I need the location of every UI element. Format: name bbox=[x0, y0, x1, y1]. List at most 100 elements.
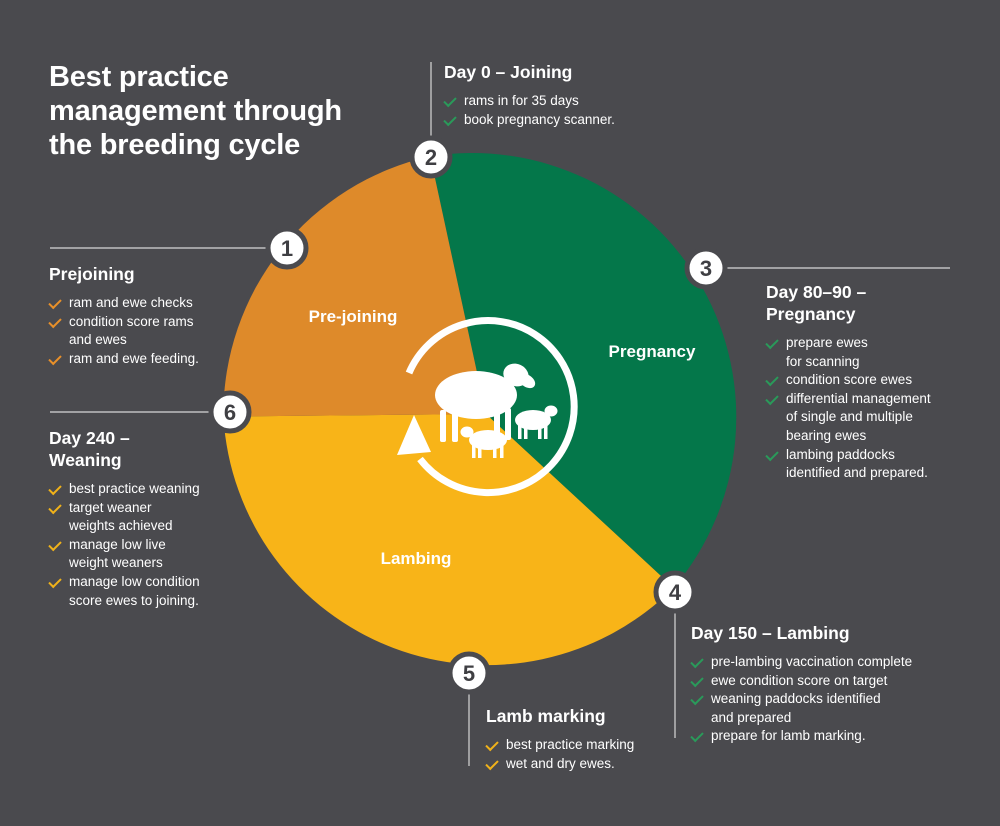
checklist-item-text: ram and ewe checks bbox=[69, 295, 193, 310]
marker-number: 1 bbox=[281, 236, 293, 261]
leader-lines bbox=[50, 62, 950, 766]
check-icon bbox=[485, 756, 499, 770]
checklist-item: pre-lambing vaccination complete bbox=[690, 653, 981, 672]
stage-marker-3: 3 bbox=[684, 246, 728, 290]
check-icon bbox=[485, 737, 499, 752]
checklist: rams in for 35 days book pregnancy scanne… bbox=[443, 92, 724, 130]
checklist-item: rams in for 35 days bbox=[443, 92, 724, 111]
marker-circle bbox=[653, 570, 697, 614]
checklist-item-text: ram and ewe feeding. bbox=[69, 350, 199, 366]
checklist-item: wet and dry ewes. bbox=[485, 755, 726, 774]
marker-circle bbox=[265, 226, 309, 270]
marker-number: 5 bbox=[463, 661, 475, 686]
stage-day-240-weaning: Day 240 –Weaning best practice weaning tar… bbox=[48, 427, 249, 610]
stage-heading: Day 150 – Lambing bbox=[691, 623, 850, 643]
checklist-item: ewe condition score on target bbox=[690, 672, 981, 691]
lambing-segment bbox=[223, 414, 674, 666]
checklist-item: ram and ewe feeding. bbox=[48, 350, 249, 369]
marker-circle bbox=[409, 135, 453, 179]
check-icon bbox=[765, 447, 779, 461]
marker-number: 2 bbox=[425, 145, 437, 170]
stage-heading: Day 240 –Weaning bbox=[49, 428, 130, 470]
pregnancy-segment bbox=[430, 153, 737, 588]
checklist-item: condition score ewes bbox=[765, 371, 976, 390]
check-icon bbox=[690, 691, 704, 706]
segment-label-pre-joining: Pre-joining bbox=[309, 307, 398, 326]
checklist: pre-lambing vaccination complete ewe cond… bbox=[690, 653, 981, 746]
check-icon bbox=[48, 314, 62, 328]
stage-heading: Prejoining bbox=[49, 264, 135, 284]
checklist-item: ram and ewe checks bbox=[48, 294, 249, 313]
cycle-arrow-icon bbox=[397, 317, 578, 497]
stage-marker-1: 1 bbox=[265, 226, 309, 270]
stage-lamb-marking: Lamb marking best practice marking wet and… bbox=[485, 705, 726, 774]
checklist-item-text: rams in for 35 days bbox=[464, 93, 579, 108]
checklist-item-text: ewe condition score on target bbox=[711, 672, 888, 688]
check-icon bbox=[443, 93, 457, 108]
stage-heading: Day 80–90 –Pregnancy bbox=[766, 282, 867, 324]
stage-heading: Lamb marking bbox=[486, 706, 606, 726]
checklist-item-text: pre-lambing vaccination complete bbox=[711, 654, 913, 669]
stage-marker-6: 6 bbox=[208, 390, 252, 434]
checklist: best practice marking wet and dry ewes. bbox=[485, 736, 726, 774]
checklist-item-text: prepare for lamb marking. bbox=[711, 728, 866, 744]
checklist-item-text: condition score ewes bbox=[786, 372, 913, 388]
stage-heading: Day 0 – Joining bbox=[444, 62, 573, 82]
check-icon bbox=[443, 112, 457, 126]
check-icon bbox=[48, 481, 62, 496]
check-icon bbox=[48, 537, 62, 551]
checklist-item: best practice marking bbox=[485, 736, 726, 755]
checklist-item-text: best practice weaning bbox=[69, 481, 200, 496]
check-icon bbox=[48, 574, 62, 589]
check-icon bbox=[765, 391, 779, 405]
marker-number: 3 bbox=[700, 256, 712, 281]
segment-label-pregnancy: Pregnancy bbox=[609, 342, 696, 361]
stage-prejoining: Prejoining ram and ewe checks condition sc… bbox=[48, 263, 249, 369]
stage-day-150-lambing: Day 150 – Lambing pre-lambing vaccination… bbox=[690, 622, 981, 746]
check-icon bbox=[690, 654, 704, 669]
check-icon bbox=[765, 335, 779, 350]
stage-day-0-joining: Day 0 – Joining rams in for 35 days book p… bbox=[443, 61, 724, 130]
marker-number: 4 bbox=[669, 580, 682, 605]
checklist-item: prepare for lamb marking. bbox=[690, 727, 981, 746]
checklist-item: book pregnancy scanner. bbox=[443, 111, 724, 130]
stage-markers: 2 3 4 5 6 1 bbox=[208, 135, 728, 695]
checklist-item-text: best practice marking bbox=[506, 737, 635, 752]
checklist-item: best practice weaning bbox=[48, 480, 249, 499]
check-icon bbox=[48, 351, 62, 365]
marker-number: 6 bbox=[224, 400, 236, 425]
check-icon bbox=[48, 295, 62, 310]
stage-marker-4: 4 bbox=[653, 570, 697, 614]
segment-label-lambing: Lambing bbox=[381, 549, 452, 568]
check-icon bbox=[48, 500, 62, 514]
check-icon bbox=[765, 372, 779, 387]
checklist-item-text: book pregnancy scanner. bbox=[464, 111, 615, 127]
stage-marker-2: 2 bbox=[409, 135, 453, 179]
stage-marker-5: 5 bbox=[447, 651, 491, 695]
checklist-item-text: wet and dry ewes. bbox=[506, 755, 615, 771]
marker-circle bbox=[208, 390, 252, 434]
marker-circle bbox=[447, 651, 491, 695]
